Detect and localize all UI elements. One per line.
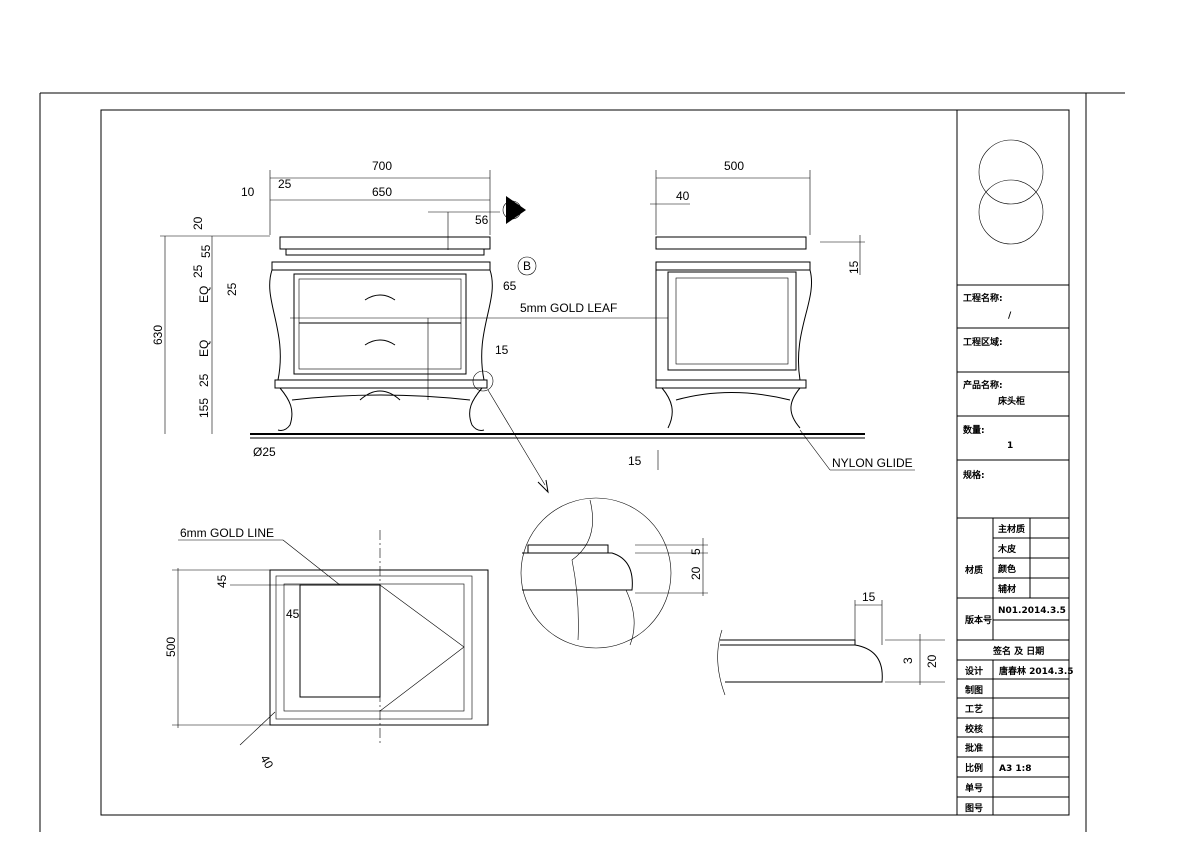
projection-symbol-circle-bottom bbox=[978, 179, 1044, 245]
sheet-border bbox=[39, 92, 1125, 832]
title-row-label: 设计 bbox=[965, 665, 983, 677]
material-row: 颜色 bbox=[998, 563, 1016, 575]
section-a-bubble bbox=[502, 200, 522, 220]
side-view: 500 40 15 15 NYLON GLIDE bbox=[628, 159, 915, 471]
drawer-handles bbox=[364, 294, 396, 346]
project-area-label: 工程区域: bbox=[963, 336, 1003, 348]
product-name-label: 产品名称: bbox=[963, 379, 1003, 391]
dim-label: 45 bbox=[215, 574, 229, 588]
dim-label: 650 bbox=[372, 185, 392, 199]
top-view: 6mm GOLD LINE 45 45 500 40 bbox=[164, 526, 489, 772]
version-label: 版本号 bbox=[964, 614, 992, 626]
dim-label: 630 bbox=[151, 325, 165, 345]
section-b-bubble bbox=[517, 256, 537, 276]
title-block: 工程名称: / 工程区域: 产品名称: 床头柜 数量: 1 规格: 材质 主材质… bbox=[956, 110, 1074, 815]
dim-label: EQ bbox=[197, 286, 211, 303]
dim-label: 20 bbox=[925, 654, 939, 668]
front-top bbox=[279, 236, 491, 250]
dim-label: 40 bbox=[257, 753, 276, 772]
drawer-panel bbox=[293, 273, 467, 375]
sign-date-label: 签名 及 日期 bbox=[992, 645, 1044, 657]
dim-label: 40 bbox=[676, 189, 690, 203]
project-name-label: 工程名称: bbox=[963, 292, 1003, 304]
detail-b: 5 20 bbox=[520, 497, 708, 649]
title-row-label: 图号 bbox=[965, 803, 983, 814]
gold-line-note: 6mm GOLD LINE bbox=[180, 526, 274, 540]
projection-symbol-circle-top bbox=[978, 139, 1044, 205]
dim-label: 15 bbox=[847, 260, 861, 274]
dim-label: 56 bbox=[475, 213, 489, 227]
dim-label: 25 bbox=[197, 373, 211, 387]
dim-label: 155 bbox=[197, 398, 211, 418]
dim-label: Ø25 bbox=[253, 445, 276, 459]
title-row-value: A3 1:8 bbox=[999, 764, 1031, 774]
dim-label: 20 bbox=[191, 216, 205, 230]
dim-label: 25 bbox=[278, 177, 292, 191]
dim-label: 10 bbox=[241, 185, 255, 199]
dim-label: 5 bbox=[689, 548, 703, 555]
material-row: 辅材 bbox=[998, 583, 1016, 595]
dim-label: 65 bbox=[503, 279, 517, 293]
dim-label: 3 bbox=[901, 657, 915, 664]
dim-label: 500 bbox=[724, 159, 744, 173]
title-row-label: 校核 bbox=[965, 723, 983, 735]
dim-label: 15 bbox=[495, 343, 509, 357]
detail-a: 15 3 20 bbox=[717, 590, 945, 696]
title-row-label: 制图 bbox=[965, 684, 983, 696]
material-row: 木皮 bbox=[997, 543, 1017, 555]
dim-label: 45 bbox=[286, 607, 300, 621]
title-row-label: 批准 bbox=[965, 742, 983, 754]
dim-label: 700 bbox=[372, 159, 392, 173]
spec-label: 规格: bbox=[963, 469, 985, 481]
dim-label: 55 bbox=[199, 244, 213, 258]
section-a-label: A bbox=[508, 203, 516, 217]
project-name-value: / bbox=[1008, 311, 1012, 321]
material-row: 主材质 bbox=[998, 523, 1025, 535]
quantity-label: 数量: bbox=[963, 424, 985, 436]
title-row-label: 比例 bbox=[965, 762, 983, 774]
version-value: N01.2014.3.5 bbox=[998, 606, 1066, 616]
dim-label: 15 bbox=[862, 590, 876, 604]
product-name-value: 床头柜 bbox=[998, 395, 1025, 407]
dim-label: 15 bbox=[628, 454, 642, 468]
material-label: 材质 bbox=[964, 564, 983, 576]
quantity-value: 1 bbox=[1007, 441, 1013, 451]
nylon-glide-note: NYLON GLIDE bbox=[832, 456, 913, 470]
section-a-arrow bbox=[506, 196, 526, 224]
dim-label: 500 bbox=[164, 637, 178, 657]
dim-label: 20 bbox=[689, 566, 703, 580]
front-view: 700 650 10 25 56 A B 20 55 25 25 EQ 630 … bbox=[151, 159, 865, 494]
title-row-label: 单号 bbox=[965, 782, 983, 794]
title-row-value: 唐春林 2014.3.5 bbox=[999, 665, 1074, 677]
dim-label: 25 bbox=[225, 282, 239, 296]
title-row-label: 工艺 bbox=[965, 703, 983, 715]
gold-leaf-note: 5mm GOLD LEAF bbox=[520, 301, 617, 315]
section-b-label: B bbox=[523, 259, 531, 273]
dim-label: EQ bbox=[197, 340, 211, 357]
dim-label: 25 bbox=[191, 264, 205, 278]
